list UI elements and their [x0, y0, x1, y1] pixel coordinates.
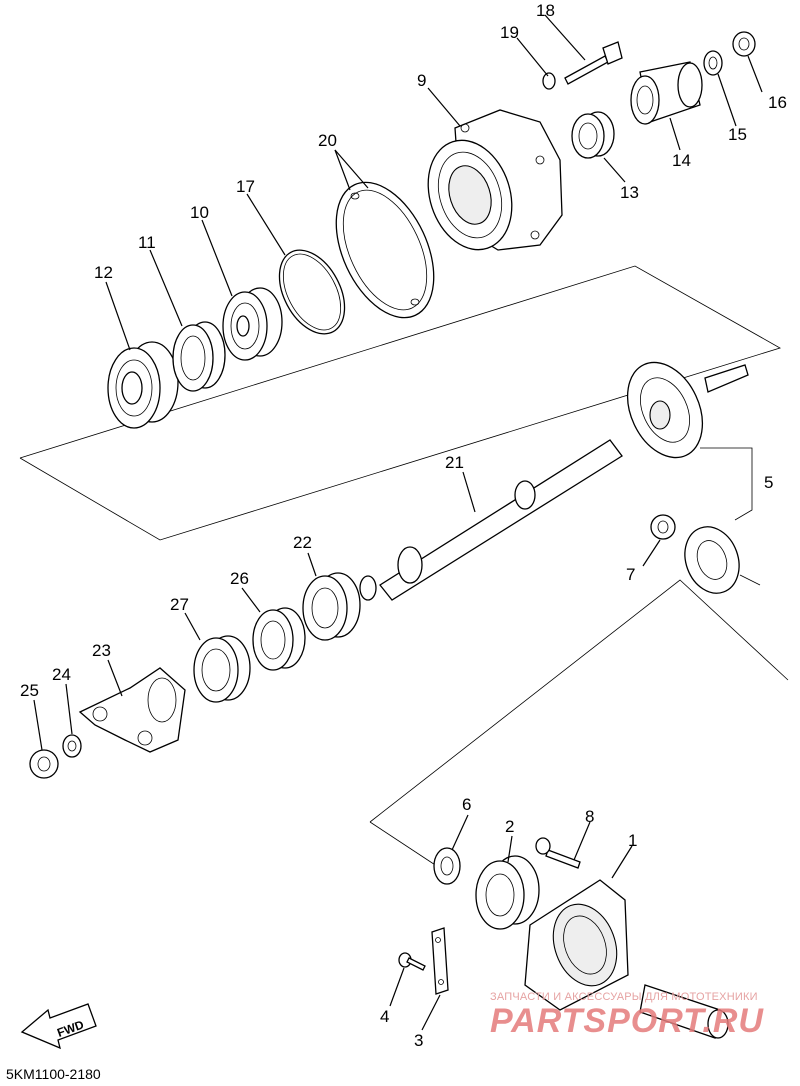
- label-part-22: 22: [293, 533, 312, 552]
- label-part-27: 27: [170, 595, 189, 614]
- part-number-labels: 18 19 9 20 17 10 11 12 16 15 14 13 5 21 …: [20, 1, 787, 1050]
- part-5-gear-set: [626, 361, 749, 594]
- label-part-1: 1: [628, 831, 637, 850]
- label-part-2: 2: [505, 817, 514, 836]
- part-3-plate: [431, 927, 449, 995]
- part-11-splined-collar: [172, 321, 226, 392]
- diagram-code: 5KM1100-2180: [6, 1066, 101, 1082]
- part-14-coupling: [630, 61, 703, 125]
- label-part-13: 13: [620, 183, 639, 202]
- group-boundary-lines: [19, 265, 789, 879]
- label-part-7: 7: [626, 565, 635, 584]
- label-part-14: 14: [672, 151, 691, 170]
- leader-lines: [33, 14, 763, 1031]
- part-25-nut: [29, 749, 59, 779]
- part-8-bolt: [535, 837, 581, 869]
- fwd-arrow: FWD: [20, 1003, 97, 1050]
- label-part-24: 24: [52, 665, 71, 684]
- label-part-25: 25: [20, 681, 39, 700]
- part-23-yoke: [78, 667, 186, 753]
- part-6-shim: [433, 847, 461, 885]
- part-1-housing: [524, 879, 629, 1011]
- part-4-screw: [398, 952, 426, 971]
- label-part-19: 19: [500, 23, 519, 42]
- part-9-housing: [427, 109, 563, 251]
- output-shaft: [639, 984, 729, 1039]
- watermark-logo: PARTSPORT.RU: [490, 1002, 764, 1040]
- label-part-5: 5: [764, 473, 773, 492]
- label-part-6: 6: [462, 795, 471, 814]
- part-13-seal: [571, 111, 615, 159]
- label-part-3: 3: [414, 1031, 423, 1050]
- watermark-tagline: ЗАПЧАСТИ И АКСЕССУАРЫ ДЛЯ МОТОТЕХНИКИ: [490, 991, 758, 1003]
- part-20-shim: [335, 181, 435, 319]
- label-part-10: 10: [190, 203, 209, 222]
- part-12-bearing: [107, 341, 179, 429]
- part-10-bearing: [222, 287, 283, 361]
- label-part-20: 20: [318, 131, 337, 150]
- part-15-washer: [703, 50, 723, 76]
- label-part-21: 21: [445, 453, 464, 472]
- part-16-nut: [732, 31, 756, 57]
- part-7-nut: [650, 514, 676, 540]
- label-part-17: 17: [236, 177, 255, 196]
- label-part-26: 26: [230, 569, 249, 588]
- part-26-ring-nut: [252, 607, 306, 671]
- label-part-9: 9: [417, 71, 426, 90]
- part-2-bearing: [475, 855, 540, 930]
- part-24-washer: [62, 734, 82, 758]
- label-part-23: 23: [92, 641, 111, 660]
- part-18-bolt: [564, 41, 623, 85]
- label-part-4: 4: [380, 1007, 389, 1026]
- label-part-11: 11: [138, 233, 156, 252]
- label-part-16: 16: [768, 93, 787, 112]
- part-22-bearing: [302, 572, 361, 641]
- part-27-seal: [193, 635, 251, 703]
- part-19-washer: [542, 72, 556, 90]
- label-part-15: 15: [728, 125, 747, 144]
- part-17-o-ring: [278, 249, 346, 335]
- label-part-8: 8: [585, 807, 594, 826]
- label-part-12: 12: [94, 263, 113, 282]
- part-21-shaft: [359, 439, 623, 601]
- label-part-18: 18: [536, 1, 555, 20]
